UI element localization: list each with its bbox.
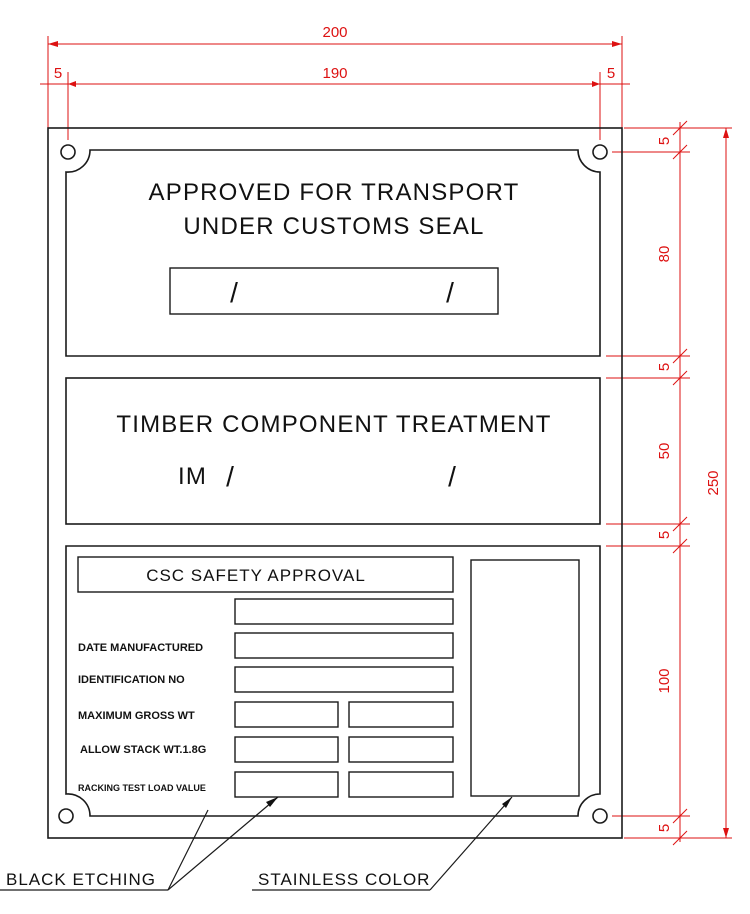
black-etching-leader-1 xyxy=(167,809,209,891)
plate-outline xyxy=(47,127,623,839)
customs-number-field xyxy=(169,267,499,315)
maximum-gross-wt-field-2 xyxy=(348,701,454,728)
racking-test-field-1 xyxy=(234,771,339,798)
mounting-hole-top-left xyxy=(60,144,76,160)
dim-section2-height: 50 xyxy=(656,443,673,460)
label-allow-stack: ALLOW STACK WT.1.8G xyxy=(80,744,206,756)
dim-overall-height: 250 xyxy=(705,470,722,495)
label-identification-no: IDENTIFICATION NO xyxy=(78,674,185,686)
stainless-leader xyxy=(429,796,513,891)
dim-overall-width: 200 xyxy=(322,24,347,41)
customs-title-line1: APPROVED FOR TRANSPORT xyxy=(149,179,520,206)
dim-section1-height: 80 xyxy=(656,246,673,263)
label-racking-test: RACKING TEST LOAD VALUE xyxy=(78,783,206,793)
customs-section: APPROVED FOR TRANSPORT UNDER CUSTOMS SEA… xyxy=(65,149,601,357)
label-date-manufactured: DATE MANUFACTURED xyxy=(78,642,203,654)
black-etching-note: BLACK ETCHING xyxy=(6,870,156,889)
customs-title-line2: UNDER CUSTOMS SEAL xyxy=(183,213,484,240)
identification-no-field xyxy=(234,666,454,693)
maximum-gross-wt-field-1 xyxy=(234,701,339,728)
timber-prefix: IM xyxy=(178,463,207,490)
dim-top-margin: 5 xyxy=(656,137,673,145)
dim-left-margin: 5 xyxy=(54,65,62,82)
dim-right-margin: 5 xyxy=(607,65,615,82)
stainless-color-note: STAINLESS COLOR xyxy=(258,870,430,889)
customs-slash-1: / xyxy=(230,277,238,308)
csc-title-box xyxy=(77,556,454,593)
allow-stack-field-2 xyxy=(348,736,454,763)
mounting-hole-bottom-right xyxy=(592,808,608,824)
timber-title: TIMBER COMPONENT TREATMENT xyxy=(116,411,551,438)
csc-title: CSC SAFETY APPROVAL xyxy=(146,566,366,585)
date-manufactured-field xyxy=(234,632,454,659)
label-maximum-gross-wt: MAXIMUM GROSS WT xyxy=(78,710,195,722)
dim-bottom-margin: 5 xyxy=(656,824,673,832)
dimension-annotations: 200 190 5 5 5 80 5 50 5 xyxy=(40,24,732,846)
customs-slash-2: / xyxy=(446,277,454,308)
dim-inner-width: 190 xyxy=(322,65,347,82)
approval-stamp-area xyxy=(470,559,580,797)
black-etching-leader-2 xyxy=(167,796,279,891)
leader-notes: BLACK ETCHING STAINLESS COLOR xyxy=(0,796,513,891)
dim-section3-height: 100 xyxy=(656,668,673,693)
csc-field-top xyxy=(234,598,454,625)
timber-panel-outline xyxy=(65,377,601,525)
csc-section: CSC SAFETY APPROVAL DATE MANUFACTURED ID… xyxy=(65,545,601,817)
timber-section: TIMBER COMPONENT TREATMENT IM / / xyxy=(65,377,601,525)
customs-panel-outline xyxy=(65,149,601,357)
csc-panel-outline xyxy=(65,545,601,817)
racking-test-field-2 xyxy=(348,771,454,798)
timber-slash-1: / xyxy=(226,461,234,492)
mounting-hole-top-right xyxy=(592,144,608,160)
dim-gap1: 5 xyxy=(656,363,673,371)
plate xyxy=(47,127,623,839)
timber-slash-2: / xyxy=(448,461,456,492)
allow-stack-field-1 xyxy=(234,736,339,763)
mounting-hole-bottom-left xyxy=(58,808,74,824)
dim-gap2: 5 xyxy=(656,531,673,539)
